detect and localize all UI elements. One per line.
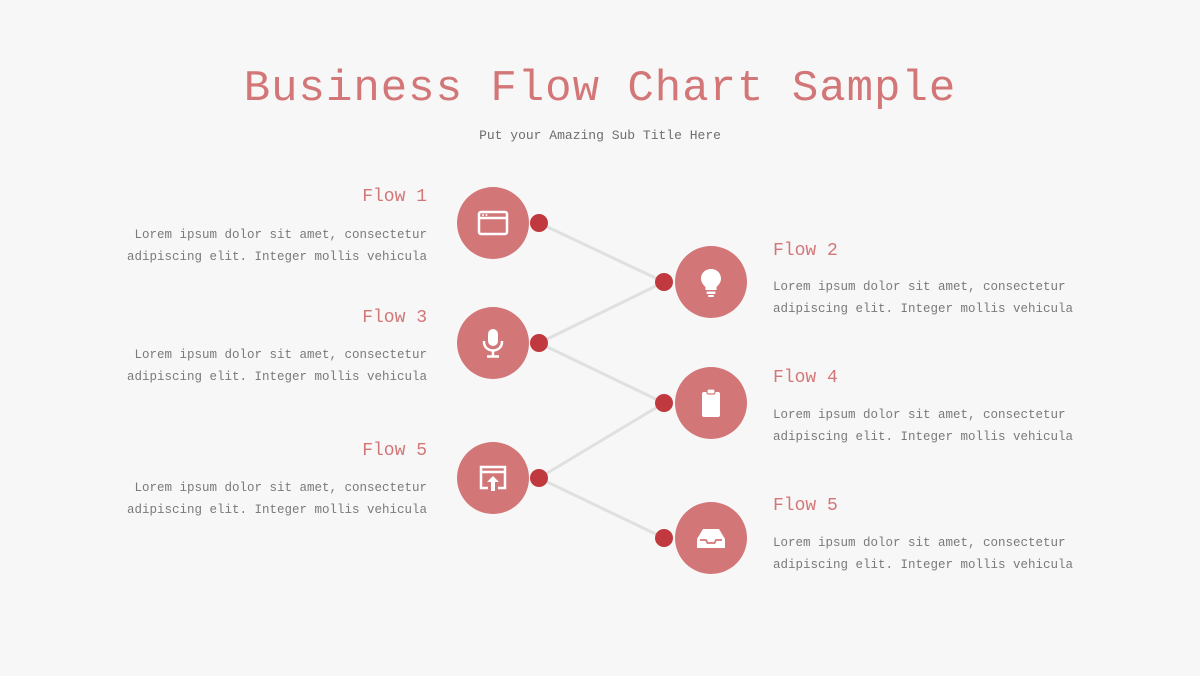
step-description-line: adipiscing elit. Integer mollis vehicula xyxy=(126,250,427,264)
step-icon-circle xyxy=(457,187,529,259)
connector-dot xyxy=(655,394,673,412)
step-description-line: Lorem ipsum dolor sit amet, consectetur xyxy=(773,408,1066,422)
step-title: Flow 5 xyxy=(362,441,427,461)
step-description: Lorem ipsum dolor sit amet, consectetur … xyxy=(773,532,1093,576)
inbox-tray-icon xyxy=(697,529,725,548)
step-description-line: adipiscing elit. Integer mollis vehicula xyxy=(773,302,1074,316)
connector-dot xyxy=(530,334,548,352)
step-description: Lorem ipsum dolor sit amet, consectetur … xyxy=(107,224,427,268)
connector-dot xyxy=(655,529,673,547)
step-title: Flow 4 xyxy=(773,368,838,388)
step-description-line: Lorem ipsum dolor sit amet, consectetur xyxy=(134,481,427,495)
step-description-line: Lorem ipsum dolor sit amet, consectetur xyxy=(134,228,427,242)
step-description-line: Lorem ipsum dolor sit amet, consectetur xyxy=(773,280,1066,294)
connector-dot xyxy=(655,273,673,291)
step-icon-circle xyxy=(675,367,747,439)
step-icon-circle xyxy=(457,442,529,514)
step-icon-circle xyxy=(675,246,747,318)
step-description-line: adipiscing elit. Integer mollis vehicula xyxy=(126,370,427,384)
upload-screen-icon xyxy=(479,465,507,491)
step-icon-circle xyxy=(457,307,529,379)
step-title: Flow 5 xyxy=(773,496,838,516)
microphone-icon xyxy=(482,329,504,358)
step-description-line: Lorem ipsum dolor sit amet, consectetur xyxy=(773,536,1066,550)
step-title: Flow 2 xyxy=(773,241,838,261)
page-subtitle: Put your Amazing Sub Title Here xyxy=(479,128,721,143)
clipboard-icon xyxy=(702,388,720,417)
step-title: Flow 1 xyxy=(362,187,427,207)
step-title: Flow 3 xyxy=(362,308,427,328)
step-description: Lorem ipsum dolor sit amet, consectetur … xyxy=(773,276,1093,320)
step-description: Lorem ipsum dolor sit amet, consectetur … xyxy=(107,344,427,388)
connector-dot xyxy=(530,214,548,232)
step-description: Lorem ipsum dolor sit amet, consectetur … xyxy=(107,477,427,521)
step-description-line: adipiscing elit. Integer mollis vehicula xyxy=(126,503,427,517)
lightbulb-icon xyxy=(701,269,721,297)
step-description-line: Lorem ipsum dolor sit amet, consectetur xyxy=(134,348,427,362)
browser-window-icon xyxy=(477,210,509,236)
step-description-line: adipiscing elit. Integer mollis vehicula xyxy=(773,558,1074,572)
page-title: Business Flow Chart Sample xyxy=(243,64,957,114)
step-icon-circle xyxy=(675,502,747,574)
step-description: Lorem ipsum dolor sit amet, consectetur … xyxy=(773,404,1093,448)
connector-dot xyxy=(530,469,548,487)
step-description-line: adipiscing elit. Integer mollis vehicula xyxy=(773,430,1074,444)
connector-line xyxy=(537,221,666,540)
